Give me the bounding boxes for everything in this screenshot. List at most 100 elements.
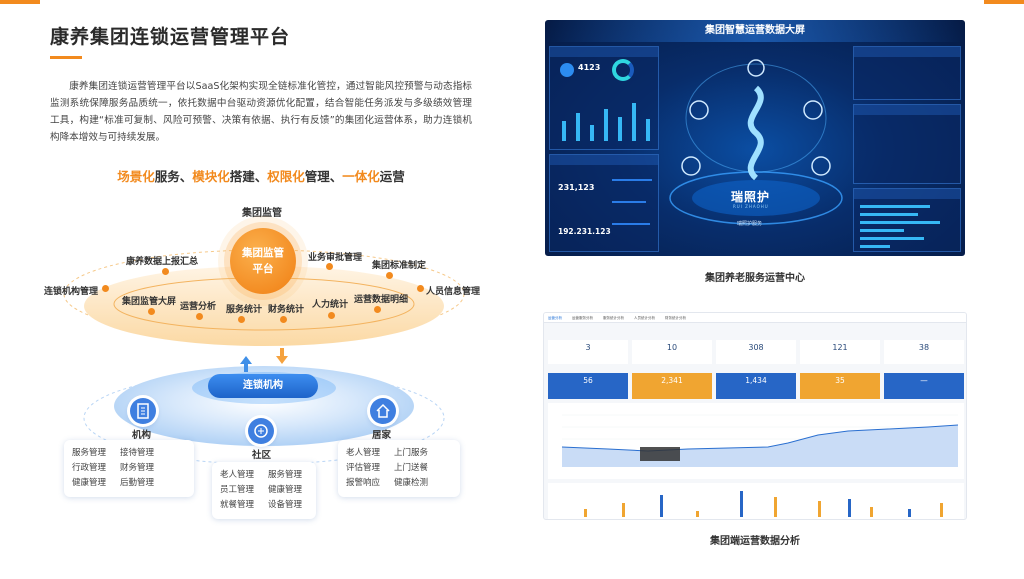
panel-header (550, 47, 658, 57)
bar-chart (584, 491, 943, 517)
dash-panel-right-2 (853, 104, 961, 184)
label-standard: 集团标准制定 (372, 261, 427, 271)
home-item: 健康检测 (394, 478, 429, 488)
kpi-3: 308 (716, 340, 796, 364)
node-dot (417, 285, 424, 292)
kpi-4: 121 (800, 340, 880, 364)
platform-diagram: 集团监管 集团监管 平台 康养数据上报汇总 业务审批管理 集团标准制定 连锁机构… (36, 196, 486, 576)
analysis-tab[interactable]: 运营服务分析 (572, 316, 593, 320)
node-dot (162, 268, 169, 275)
node-dot (326, 263, 333, 270)
center-circle: 集团监管 平台 (230, 228, 296, 294)
diagram-plates (63, 249, 465, 465)
home-item: 上门服务 (394, 448, 429, 458)
slogan: 场景化服务、模块化搭建、权限化管理、一体化运营 (50, 166, 472, 185)
dash-panel-left-bottom: 231,123 192.231.123 (549, 154, 659, 252)
dashboard-screenshot: 集团智慧运营数据大屏 4123 231,123 192.231.123 瑞照护 … (545, 20, 965, 256)
org-label: 机构 (132, 430, 152, 441)
slogan-part: 管理、 (304, 169, 343, 184)
kpi2-4: 35 (800, 373, 880, 399)
blue-plate (114, 366, 414, 446)
dash-brand-sub: RUI ZHAOHU (733, 204, 769, 209)
dash-line (612, 223, 650, 225)
dash-brand-caption: 瑞照护服务 (737, 221, 763, 227)
node-dot (328, 312, 335, 319)
area-chart-panel (548, 403, 964, 479)
label-chain-manage: 连锁机构管理 (44, 287, 99, 297)
home-item: 报警响应 (346, 478, 381, 488)
orange-plate (84, 266, 444, 346)
dash-bars (562, 103, 650, 141)
kpi-2: 10 (632, 340, 712, 364)
analysis-tab[interactable]: 人员统计分析 (634, 316, 655, 320)
top-label: 集团监管 (242, 208, 282, 219)
home-item: 老人管理 (346, 448, 381, 458)
dash-center-graphic (669, 59, 843, 225)
title-underline (50, 56, 82, 59)
page-title: 康养集团连锁运营管理平台 (50, 26, 291, 48)
bar-chart-panel (548, 483, 964, 519)
label-approval: 业务审批管理 (308, 253, 363, 263)
slogan-part: 模块化 (192, 169, 230, 184)
org-item: 行政管理 (72, 463, 107, 473)
kpi2-5: — (884, 373, 964, 399)
panel-header (854, 105, 960, 115)
node-dot (280, 316, 287, 323)
org-item: 接待管理 (120, 448, 155, 458)
area-chart (561, 414, 959, 467)
kpi-5: 38 (884, 340, 964, 364)
center-line1: 集团监管 (242, 247, 284, 259)
community-card: 老人管理服务管理 员工管理健康管理 就餐管理设备管理 (212, 462, 316, 519)
home-icon (370, 398, 396, 424)
community-item: 设备管理 (268, 500, 303, 510)
label-ops-detail: 运营数据明细 (354, 295, 409, 305)
slogan-part: 场景化 (117, 169, 155, 184)
org-item: 财务管理 (120, 463, 155, 473)
intro-paragraph: 康养集团连锁运营管理平台以SaaS化架构实现全链标准化管控，通过智能风控预警与动… (50, 81, 472, 143)
home-card: 老人管理 上门服务 评估管理 上门送餐 报警响应 健康检测 (338, 440, 460, 497)
label-screen: 集团监管大屏 (122, 297, 177, 307)
node-dot (148, 308, 155, 315)
community-item: 员工管理 (220, 485, 255, 495)
label-personnel: 人员信息管理 (426, 287, 481, 297)
dash-brand: 瑞照护 (731, 190, 771, 204)
dash-num2: 231,123 (558, 183, 595, 192)
panel-header (550, 155, 658, 165)
panel-header (854, 189, 960, 199)
dash-panel-right-1 (853, 46, 961, 100)
analysis-tabs: 运营分析 运营服务分析 服务统计分析 人员统计分析 财务统计分析 (544, 313, 966, 323)
arrow-down (276, 348, 288, 364)
analysis-tab[interactable]: 财务统计分析 (665, 316, 686, 320)
dash-panel-left-top: 4123 (549, 46, 659, 150)
kpi2-1: 56 (548, 373, 628, 399)
dash-panel-right-3 (853, 188, 961, 252)
home-item: 上门送餐 (394, 463, 429, 473)
org-card: 服务管理接待管理 行政管理财务管理 健康管理后勤管理 (64, 440, 194, 497)
slogan-part: 搭建、 (229, 169, 268, 184)
label-finance-stat: 财务统计 (268, 305, 305, 315)
kpi2-3: 1,434 (716, 373, 796, 399)
node-dot (386, 272, 393, 279)
node-dot (374, 306, 381, 313)
kpi2-2: 2,341 (632, 373, 712, 399)
building-icon (130, 398, 156, 424)
label-data-report: 康养数据上报汇总 (126, 257, 199, 267)
analysis-tab[interactable]: 服务统计分析 (603, 316, 624, 320)
node-dot (102, 285, 109, 292)
analysis-tab[interactable]: 运营分析 (548, 316, 562, 320)
analysis-screenshot: 运营分析 运营服务分析 服务统计分析 人员统计分析 财务统计分析 3 10 30… (543, 312, 967, 520)
community-item: 健康管理 (268, 485, 303, 495)
analysis-caption: 集团端运营数据分析 (710, 536, 800, 547)
dash-line (612, 201, 646, 203)
center-line2: 平台 (252, 263, 274, 275)
community-label: 社区 (252, 450, 272, 461)
kpi-1: 3 (548, 340, 628, 364)
chain-org-pill: 连锁机构 (208, 374, 318, 398)
home-label: 居家 (372, 430, 392, 441)
home-item: 评估管理 (346, 463, 381, 473)
slogan-part: 一体化 (342, 169, 380, 184)
slogan-part: 运营 (379, 169, 405, 184)
community-item: 服务管理 (268, 470, 303, 480)
top-right-accent (984, 0, 1024, 4)
dash-num3: 192.231.123 (558, 227, 611, 236)
